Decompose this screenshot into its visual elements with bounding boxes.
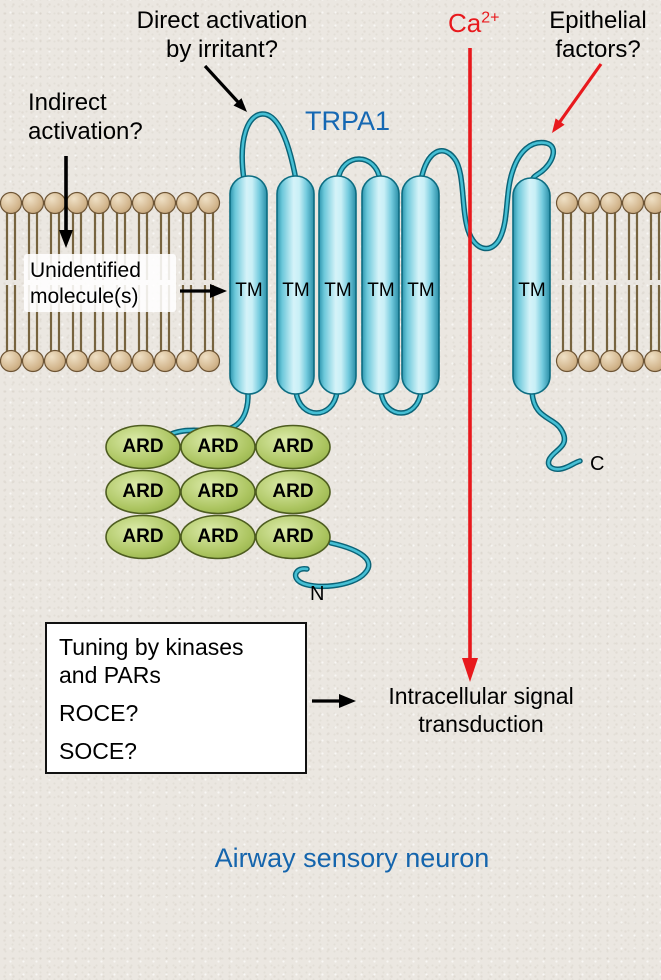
tm-label-6: TM <box>518 280 546 301</box>
calcium-influx-arrow <box>462 48 478 682</box>
direct-activation-arrow <box>203 64 247 112</box>
ard-label-3: ARD <box>272 436 314 457</box>
calcium-label: Ca2+ <box>448 8 500 39</box>
tm-label-4: TM <box>367 280 395 301</box>
tm-label-1: TM <box>235 280 263 301</box>
direct-activation-label: Direct activation by irritant? <box>136 7 308 63</box>
indirect-activation-arrow <box>59 156 73 248</box>
box-to-signal-arrow <box>312 694 356 708</box>
tuning-box: Tuning by kinases and PARs ROCE? SOCE? <box>45 622 307 774</box>
ard-oval-3 <box>255 424 331 470</box>
c-terminus-label: C <box>590 453 605 475</box>
tm-label-3: TM <box>324 280 352 301</box>
ard-oval-1 <box>105 424 181 470</box>
ard-oval-9 <box>255 514 331 560</box>
ard-label-4: ARD <box>122 481 164 502</box>
loop-tm2-tm3 <box>293 389 340 416</box>
unidentified-molecule-label: Unidentified molecule(s) <box>30 259 141 308</box>
tuning-kinases-label: Tuning by kinases and PARs <box>59 634 244 688</box>
roce-label: ROCE? <box>59 700 139 726</box>
ard-label-6: ARD <box>272 481 314 502</box>
tm-helix-4 <box>361 175 400 395</box>
tm-helix-2 <box>276 175 315 395</box>
protein-title: TRPA1 <box>305 106 391 136</box>
calcium-charge: 2+ <box>481 9 500 27</box>
calcium-symbol: Ca <box>448 8 482 38</box>
tm-helix-6 <box>512 177 551 395</box>
c-terminus-strand <box>529 389 583 472</box>
epithelial-factors-label: Epithelial factors? <box>549 7 647 63</box>
tm-label-2: TM <box>282 280 310 301</box>
ard-label-1: ARD <box>122 436 164 457</box>
neuron-label: Airway sensory neuron <box>214 843 490 873</box>
unidentified-label-backdrop <box>24 254 176 312</box>
ard-label-2: ARD <box>197 436 239 457</box>
ard-label-5: ARD <box>197 481 239 502</box>
ard-label-8: ARD <box>197 526 239 547</box>
epithelial-factors-arrow <box>552 63 603 133</box>
tm-helix-1 <box>229 175 268 395</box>
ard-oval-7 <box>105 514 181 560</box>
ard-oval-5 <box>180 469 256 515</box>
ard-oval-6 <box>255 469 331 515</box>
ard-oval-8 <box>180 514 256 560</box>
tm-helices <box>229 175 551 395</box>
red-arrows <box>462 48 603 682</box>
ard-label-7: ARD <box>122 526 164 547</box>
ard-domains <box>105 424 331 560</box>
soce-label: SOCE? <box>59 738 137 764</box>
tm-helix-3 <box>318 175 357 395</box>
ard-oval-4 <box>105 469 181 515</box>
ard-oval-2 <box>180 424 256 470</box>
tm-helix-5 <box>401 175 440 395</box>
signal-transduction-label: Intracellular signal transduction <box>388 683 574 737</box>
membrane-right <box>555 191 661 373</box>
unidentified-molecule-arrow <box>180 284 227 298</box>
n-terminus-label: N <box>310 583 325 605</box>
indirect-activation-label: Indirect activation? <box>28 89 143 145</box>
black-arrows <box>59 64 356 708</box>
loop-tm4-tm5 <box>378 389 424 416</box>
tm-label-5: TM <box>407 280 435 301</box>
ard-label-9: ARD <box>272 526 314 547</box>
